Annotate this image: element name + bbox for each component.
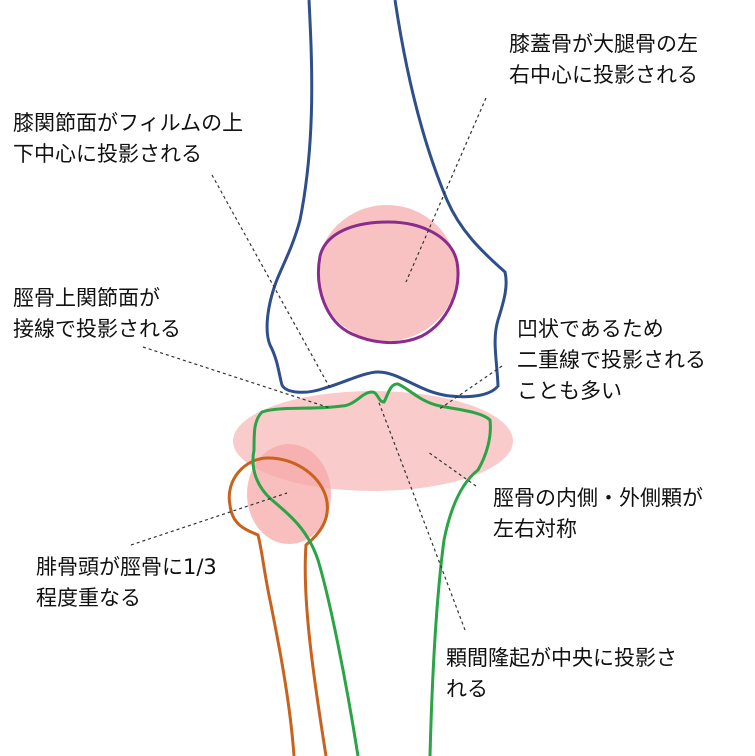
annotation-line: ことも多い [517,379,622,403]
patella-highlight [317,205,457,341]
annotation-line: 二重線で投影される [517,348,706,372]
fibula-head-highlight [247,444,331,544]
annotation-line: 膝蓋骨が大腿骨の左 [509,32,698,56]
annotation-line: 膝関節面がフィルムの上 [13,111,244,135]
annotation-line: 右中心に投影される [509,63,698,87]
annotation-patella-center: 膝蓋骨が大腿骨の左 右中心に投影される [509,29,698,91]
annotation-line: 腓骨頭が脛骨に1/3 [36,555,217,579]
annotation-line: 程度重なる [36,586,141,610]
leader-condyles-symmetric [427,451,477,487]
annotation-tibial-plateau: 脛骨上関節面が 接線で投影される [13,283,181,345]
annotation-concave-double: 凹状であるため 二重線で投影される ことも多い [517,314,706,407]
annotation-intercondylar: 顆間隆起が中央に投影さ れる [446,643,677,705]
annotation-line: 脛骨上関節面が [13,286,160,310]
annotation-line: 接線で投影される [13,317,181,341]
annotation-line: 顆間隆起が中央に投影さ [446,646,677,670]
fibula-outline [227,456,329,756]
leader-tibial-plateau [142,346,331,409]
leader-intercondylar [377,399,466,631]
annotation-line: 凹状であるため [517,317,664,341]
leader-concave-double [437,365,503,411]
annotation-line: れる [446,677,488,701]
annotation-line: 下中心に投影される [13,142,202,166]
tibia-outline [251,382,492,756]
patella-outline [317,220,460,345]
annotation-line: 脛骨の内側・外側顆が [493,486,703,510]
annotation-joint-center: 膝関節面がフィルムの上 下中心に投影される [13,108,243,170]
annotation-line: 左右対称 [493,517,577,541]
annotation-fibula-overlap: 腓骨頭が脛骨に1/3 程度重なる [36,552,217,614]
femur-outline [265,0,508,399]
annotation-condyles-symmetric: 脛骨の内側・外側顆が 左右対称 [493,483,703,545]
leader-joint-center [211,174,331,389]
